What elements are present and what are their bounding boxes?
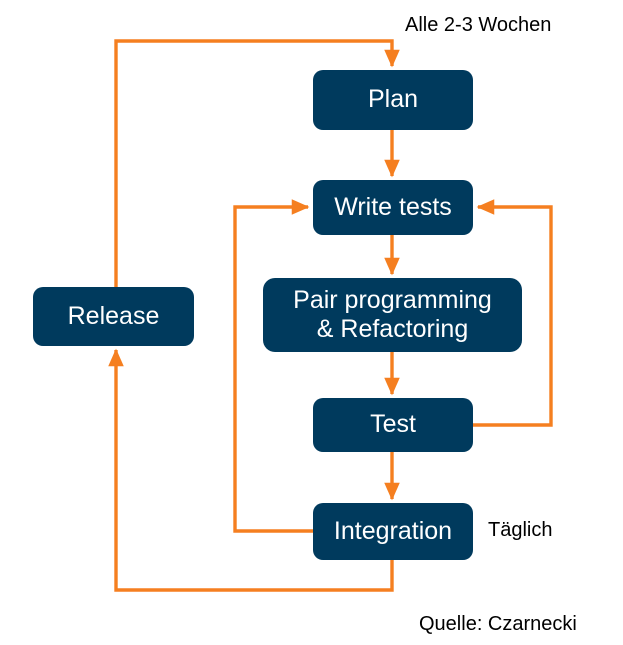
node-test-label: Test — [370, 410, 416, 439]
node-integration-label: Integration — [333, 516, 453, 545]
caption-weeks: Alle 2-3 Wochen — [405, 14, 552, 36]
edge-integration-to-write-tests-loop — [233, 199, 313, 533]
node-pair-programming-label: Pair programming & Refactoring — [293, 285, 492, 344]
node-plan-label: Plan — [367, 85, 419, 114]
caption-daily: Täglich — [488, 519, 553, 541]
node-integration[interactable]: Integration — [313, 503, 473, 560]
node-test[interactable]: Test — [313, 398, 473, 452]
edge-release-to-plan — [114, 39, 400, 287]
edge-integration-to-release — [108, 348, 394, 592]
node-release[interactable]: Release — [33, 287, 194, 346]
node-release-label: Release — [67, 301, 160, 330]
caption-source: Quelle: Czarnecki — [419, 613, 577, 635]
node-write-tests-label: Write tests — [334, 192, 452, 221]
node-pair-programming[interactable]: Pair programming & Refactoring — [263, 278, 522, 352]
node-write-tests[interactable]: Write tests — [313, 180, 473, 235]
node-plan[interactable]: Plan — [313, 70, 473, 130]
edge-test-to-write-tests-loop — [473, 199, 553, 427]
